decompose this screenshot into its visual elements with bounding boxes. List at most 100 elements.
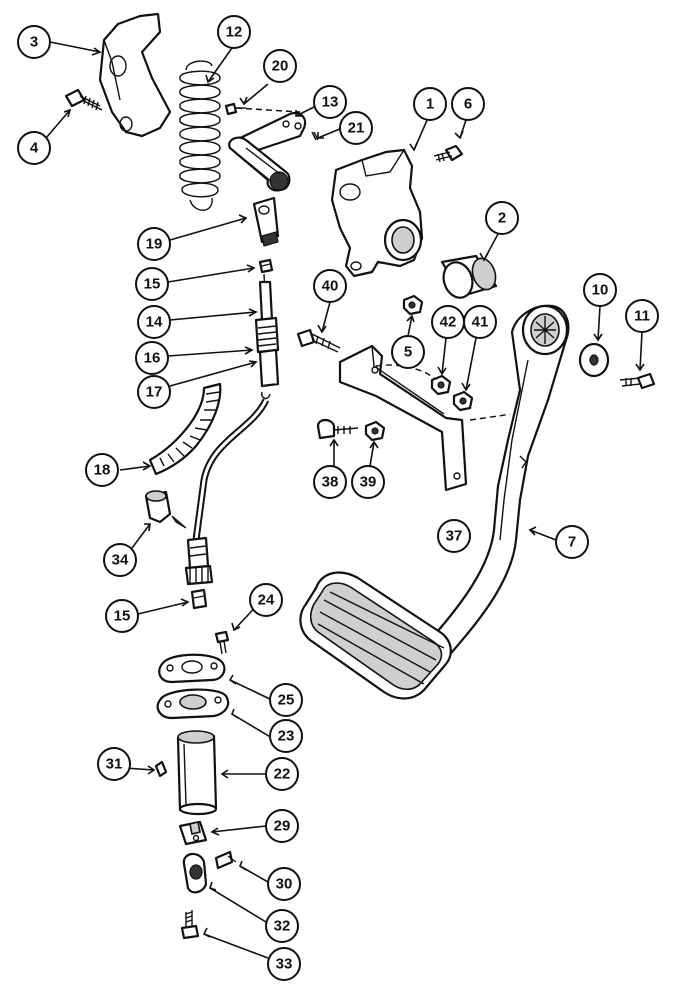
svg-text:30: 30 xyxy=(276,876,293,893)
part-24-screw xyxy=(214,630,230,655)
cable-hose xyxy=(184,398,270,586)
callout-6: 6 xyxy=(451,87,485,121)
part-10-washer xyxy=(578,342,610,378)
part-29-clamp xyxy=(178,820,208,846)
part-12-spring xyxy=(179,60,221,211)
svg-text:23: 23 xyxy=(278,728,295,745)
part-21-cotter xyxy=(311,131,319,141)
callout-29: 29 xyxy=(265,809,299,843)
svg-text:19: 19 xyxy=(146,236,163,253)
svg-text:31: 31 xyxy=(106,756,123,773)
svg-text:42: 42 xyxy=(440,314,457,331)
part-15-nut-lower xyxy=(190,588,208,610)
svg-text:11: 11 xyxy=(634,308,650,325)
callout-13: 13 xyxy=(313,85,347,119)
leader-lines xyxy=(45,41,645,959)
svg-text:6: 6 xyxy=(464,96,472,113)
callout-10: 10 xyxy=(583,273,617,307)
part-4-bolt xyxy=(64,88,103,111)
callout-22: 22 xyxy=(265,757,299,791)
callout-30: 30 xyxy=(267,867,301,901)
svg-text:32: 32 xyxy=(274,918,291,935)
part-18-boot xyxy=(148,382,222,476)
callout-2: 2 xyxy=(485,201,519,235)
callout-15-upper: 15 xyxy=(135,267,169,301)
svg-text:4: 4 xyxy=(30,140,39,157)
svg-text:21: 21 xyxy=(348,120,365,137)
part-31-pin xyxy=(154,760,168,778)
svg-text:33: 33 xyxy=(276,956,293,973)
part-39-nut xyxy=(364,420,386,442)
part-41-nut xyxy=(452,390,474,412)
part-3-bracket xyxy=(98,12,172,138)
callout-19: 19 xyxy=(137,227,171,261)
svg-text:15: 15 xyxy=(144,276,161,293)
svg-text:12: 12 xyxy=(226,24,243,41)
svg-text:34: 34 xyxy=(112,552,129,569)
callout-31: 31 xyxy=(97,747,131,781)
callout-7: 7 xyxy=(555,525,589,559)
callout-23: 23 xyxy=(269,719,303,753)
part-25-flange xyxy=(158,653,226,684)
svg-text:40: 40 xyxy=(322,278,339,295)
callout-32: 32 xyxy=(265,909,299,943)
svg-text:24: 24 xyxy=(258,592,275,609)
svg-text:15: 15 xyxy=(114,608,131,625)
part-19-clevis xyxy=(252,196,280,247)
svg-text:37: 37 xyxy=(446,528,463,545)
callout-3: 3 xyxy=(17,25,51,59)
callout-33: 33 xyxy=(267,947,301,981)
callout-15-lower: 15 xyxy=(105,599,139,633)
part-30-pin xyxy=(214,850,237,870)
svg-text:22: 22 xyxy=(274,766,291,783)
part-23-gasket xyxy=(156,688,230,720)
callout-39: 39 xyxy=(351,465,385,499)
part-34-grommet xyxy=(144,490,187,529)
callout-16: 16 xyxy=(135,341,169,375)
svg-text:3: 3 xyxy=(30,34,38,51)
svg-text:41: 41 xyxy=(472,314,489,331)
callout-5: 5 xyxy=(391,335,425,369)
svg-text:18: 18 xyxy=(94,462,111,479)
svg-text:2: 2 xyxy=(498,210,506,227)
svg-text:16: 16 xyxy=(144,350,161,367)
callout-4: 4 xyxy=(17,131,51,165)
pedal-pad xyxy=(299,571,452,700)
callout-11: 11 xyxy=(625,299,659,333)
svg-text:7: 7 xyxy=(568,534,576,551)
part-16-cable-fitting xyxy=(254,316,280,354)
callout-25: 25 xyxy=(269,683,303,717)
callout-41: 41 xyxy=(463,305,497,339)
part-14-cable xyxy=(258,273,274,322)
part-22-tube xyxy=(176,730,218,816)
part-17-cable-sleeve xyxy=(258,348,280,400)
callout-21: 21 xyxy=(339,111,373,145)
part-33-bolt xyxy=(180,910,200,940)
callout-40: 40 xyxy=(313,269,347,303)
svg-text:38: 38 xyxy=(322,474,339,491)
svg-text:20: 20 xyxy=(272,58,289,75)
part-40-bolt xyxy=(296,328,341,353)
part-11-bolt xyxy=(619,372,656,390)
part-15-nut-upper xyxy=(258,258,274,274)
svg-text:1: 1 xyxy=(426,96,434,113)
part-1-housing xyxy=(330,148,424,278)
svg-text:17: 17 xyxy=(146,384,163,401)
part-2-bushing xyxy=(440,254,498,299)
callout-17: 17 xyxy=(137,375,171,409)
part-6-bolt xyxy=(433,144,464,163)
part-42-nut xyxy=(430,374,452,396)
svg-text:10: 10 xyxy=(592,282,609,299)
part-20-screw xyxy=(224,102,246,116)
callout-14: 14 xyxy=(137,305,171,339)
callout-42: 42 xyxy=(431,305,465,339)
callout-12: 12 xyxy=(217,15,251,49)
svg-text:25: 25 xyxy=(278,692,295,709)
svg-text:29: 29 xyxy=(274,818,291,835)
callout-18: 18 xyxy=(85,453,119,487)
svg-text:13: 13 xyxy=(322,94,339,111)
part-5-nut xyxy=(402,294,424,316)
part-13-lever xyxy=(228,107,307,192)
callout-20: 20 xyxy=(263,49,297,83)
